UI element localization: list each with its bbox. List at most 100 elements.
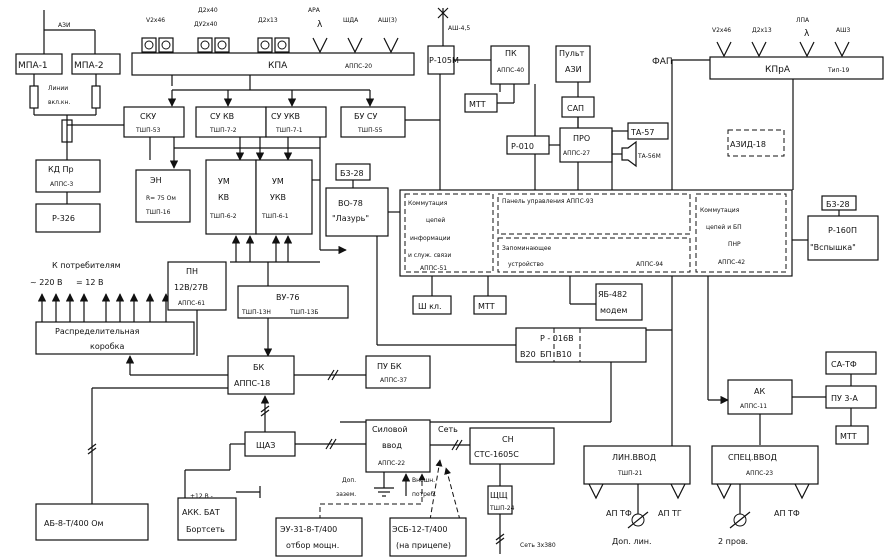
b20-label: В20	[520, 350, 536, 359]
shtkl-label: Ш кл.	[418, 302, 442, 311]
modem-label: модем	[600, 306, 627, 315]
shaz-label: ЩАЗ	[256, 441, 275, 450]
tip16-label: ТШП-16	[145, 209, 171, 216]
mpa1-box	[15, 53, 63, 75]
lpa-label: ЛПА	[796, 17, 810, 24]
vu76-label: ВУ-76	[276, 293, 299, 302]
shda-label: ШДА	[343, 17, 359, 24]
kpa-label: КПА	[268, 61, 288, 71]
mpa1-label: МПА-1	[18, 61, 48, 71]
azid18-label: АЗИД-18	[730, 140, 766, 149]
en-group: ЭН R= 75 Ом ТШП-16	[135, 169, 191, 223]
kpra-group: ФАП КПрА Тип-19 V2х46 Д2х13 ЛПА λ АШ3	[652, 17, 884, 190]
umukv-box	[255, 159, 313, 235]
kpra-box	[709, 56, 884, 80]
tip72-label: ТШП-7-2	[209, 127, 237, 134]
pubk-box	[365, 355, 431, 389]
satf-label: СА-ТФ	[831, 360, 857, 369]
set-label: Сеть	[438, 425, 458, 434]
umkv-box	[205, 159, 257, 235]
tip13n-label: ТШП-13Н	[241, 309, 271, 316]
specvvod-group: СПЕЦ.ВВОД АППС-23 АП ТФ 2 пров.	[711, 445, 819, 546]
pult-box	[555, 45, 591, 83]
azi-label: АЗИ	[58, 22, 70, 29]
bp-label: БП	[540, 350, 552, 359]
pubk-label: ПУ БК	[377, 362, 402, 371]
kpa-box	[131, 52, 415, 76]
aptf-label: АП ТФ	[606, 509, 632, 518]
sku-box	[123, 106, 185, 138]
tip71-label: ТШП-7-1	[275, 127, 303, 134]
kdpr-label: КД Пр	[48, 165, 74, 174]
specvvod-label: СПЕЦ.ВВОД	[728, 453, 777, 462]
ak-group: СА-ТФ ПУ 3-А МТТ АК АППС-11	[727, 351, 877, 445]
tip19-label: Тип-19	[827, 67, 849, 74]
central-bottom-group: Ш кл. МТТ ЯБ-482 модем Р - 016В В20 БП В…	[340, 236, 729, 445]
shch-label: ЩЩ	[490, 491, 508, 500]
apps3-label: АППС-3	[50, 181, 73, 188]
eu-label: ЭУ-31-8-Т/400	[280, 525, 337, 534]
pk-box	[490, 45, 530, 85]
ta57-label: ТА-57	[630, 128, 654, 137]
central-box	[399, 189, 793, 277]
tip61-label: ТШП-6-1	[261, 213, 289, 220]
tip24-label: ТШП-24	[489, 505, 515, 512]
um-group: УМ КВ ТШП-6-2 УМ УКВ ТШП-6-1	[205, 159, 347, 286]
suukv-label: СУ УКВ	[271, 112, 300, 121]
aptf3-label: АП ТФ	[774, 509, 800, 518]
tip53-label: ТШП-53	[135, 127, 161, 134]
potreb-label: потреб.	[412, 491, 436, 498]
lazur-label: "Лазурь"	[332, 214, 369, 223]
shch-box	[487, 485, 513, 515]
kdpr-group: КД Пр АППС-3 Р-326	[35, 159, 101, 233]
umukv-label: УМ	[272, 177, 284, 186]
kpa-group: КПА АППС-20 V2х46 Д2х40 ДУ2х40 Д2х13 АРА…	[131, 7, 415, 76]
d2x40-label: Д2х40	[198, 7, 218, 14]
sn-label: СН	[502, 435, 514, 444]
panel-label: Панель управления АППС-93	[502, 198, 594, 205]
b328-label: Б3-28	[340, 169, 364, 178]
azi2-label: АЗИ	[565, 65, 582, 74]
sap-label: САП	[567, 104, 584, 113]
d2x13-label: Д2х13	[258, 17, 278, 24]
a45-label: АШ-4,5	[448, 25, 470, 32]
power-input-group: Силовой ввод АППС-22 Сеть Доп. зазем. Вн…	[275, 419, 470, 557]
v220-label: ~ 220 В	[30, 278, 63, 287]
sts-label: СТС-1605С	[474, 450, 519, 459]
suukv-box	[265, 106, 327, 138]
sn-box	[469, 427, 555, 465]
control-row: СКУ ТШП-53 СУ КВ ТШП-7-2 СУ УКВ ТШП-7-1 …	[66, 106, 440, 169]
pn-label: ПН	[186, 267, 198, 276]
sukv-box	[195, 106, 267, 138]
apps23-label: АППС-23	[746, 470, 773, 477]
kom4-label: и служ. связи	[408, 252, 451, 259]
tip138-label: ТШП-13Б	[289, 309, 319, 316]
dop-lin-label: Доп. лин.	[612, 537, 652, 546]
svg-text:λ: λ	[804, 29, 810, 39]
azid18-box	[727, 129, 785, 157]
eu2-label: отбор мощн.	[286, 541, 339, 550]
plus12-label: +12 В -	[190, 493, 213, 500]
umkv2-label: КВ	[218, 193, 229, 202]
lin-ins2-label: вкл.кн.	[48, 99, 70, 106]
r326-label: Р-326	[52, 214, 75, 223]
rk2-label: коробка	[90, 342, 124, 351]
r016v-box	[515, 327, 647, 363]
ash3-label: АШ(3)	[378, 17, 397, 24]
kom1-label: Коммутация	[408, 200, 448, 207]
aptg-label: АП ТГ	[658, 509, 682, 518]
pn2-label: 12В/27В	[174, 283, 208, 292]
vu76-box	[237, 285, 349, 319]
zazem-label: зазем.	[336, 491, 356, 498]
yab482-box	[595, 283, 643, 321]
esb2-label: (на прицепе)	[396, 541, 451, 550]
apps94-label: АППС-94	[636, 261, 663, 268]
eu-box	[275, 517, 363, 557]
specvvod-box	[711, 445, 819, 485]
zap1-label: Запоминающее	[502, 245, 552, 252]
shaz-group: ЩАЗ +12 В - АКК. БАТ Бортсеть	[177, 431, 366, 541]
pk-label: ПК	[505, 49, 517, 58]
umkv-label: УМ	[218, 177, 230, 186]
bk-group: БК АППС-18 ПУ БК АППС-37	[87, 355, 431, 504]
en-label: ЭН	[150, 176, 162, 185]
